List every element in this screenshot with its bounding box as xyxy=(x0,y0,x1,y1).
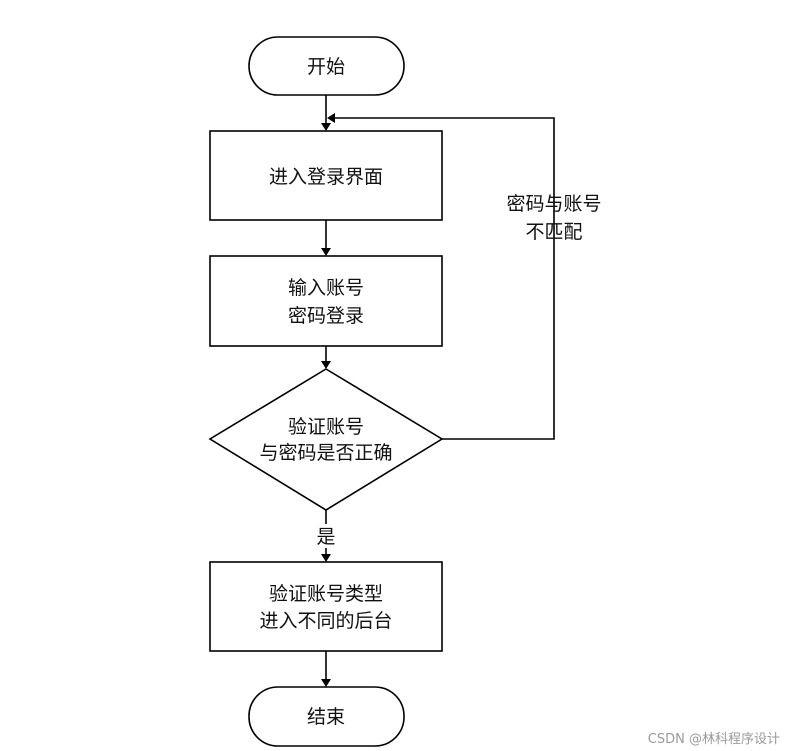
end-label: 结束 xyxy=(307,706,345,728)
enter-credentials-line1: 输入账号 xyxy=(288,277,364,299)
yes-edge-label: 是 xyxy=(316,526,335,548)
connectors xyxy=(321,95,555,687)
start-label: 开始 xyxy=(307,56,345,78)
route-backend-node: 验证账号类型 进入不同的后台 xyxy=(209,561,443,652)
arrowhead-login xyxy=(321,123,331,131)
route-backend-line2: 进入不同的后台 xyxy=(259,610,392,632)
verify-decision-line1: 验证账号 xyxy=(288,416,364,438)
verify-decision-line2: 与密码是否正确 xyxy=(259,442,392,464)
mismatch-label-line2: 不匹配 xyxy=(525,221,582,243)
verify-decision-node: 验证账号 与密码是否正确 xyxy=(208,368,444,511)
enter-credentials-box xyxy=(209,255,443,347)
arrowhead-credentials xyxy=(321,248,331,256)
connector-mismatch-loop xyxy=(334,117,555,440)
start-node: 开始 xyxy=(248,36,405,96)
watermark-text: CSDN @林科程序设计 xyxy=(648,732,780,747)
enter-credentials-node: 输入账号 密码登录 xyxy=(209,255,443,347)
login-screen-node: 进入登录界面 xyxy=(209,130,443,221)
arrowhead-route xyxy=(321,554,331,562)
login-screen-box xyxy=(209,130,443,221)
end-node: 结束 xyxy=(248,686,405,747)
arrowhead-end xyxy=(321,679,331,687)
login-screen-label: 进入登录界面 xyxy=(269,166,383,188)
mismatch-label-line1: 密码与账号 xyxy=(506,193,601,215)
mismatch-edge-label: 密码与账号 不匹配 xyxy=(506,193,601,243)
verify-decision-diamond xyxy=(208,368,444,511)
enter-credentials-line2: 密码登录 xyxy=(288,305,364,327)
end-terminator-shape xyxy=(248,686,405,747)
arrowhead-mismatch-loop xyxy=(327,113,335,123)
route-backend-box xyxy=(209,561,443,652)
arrowhead-decision xyxy=(321,361,331,369)
route-backend-line1: 验证账号类型 xyxy=(269,583,383,605)
start-terminator-shape xyxy=(248,36,405,96)
